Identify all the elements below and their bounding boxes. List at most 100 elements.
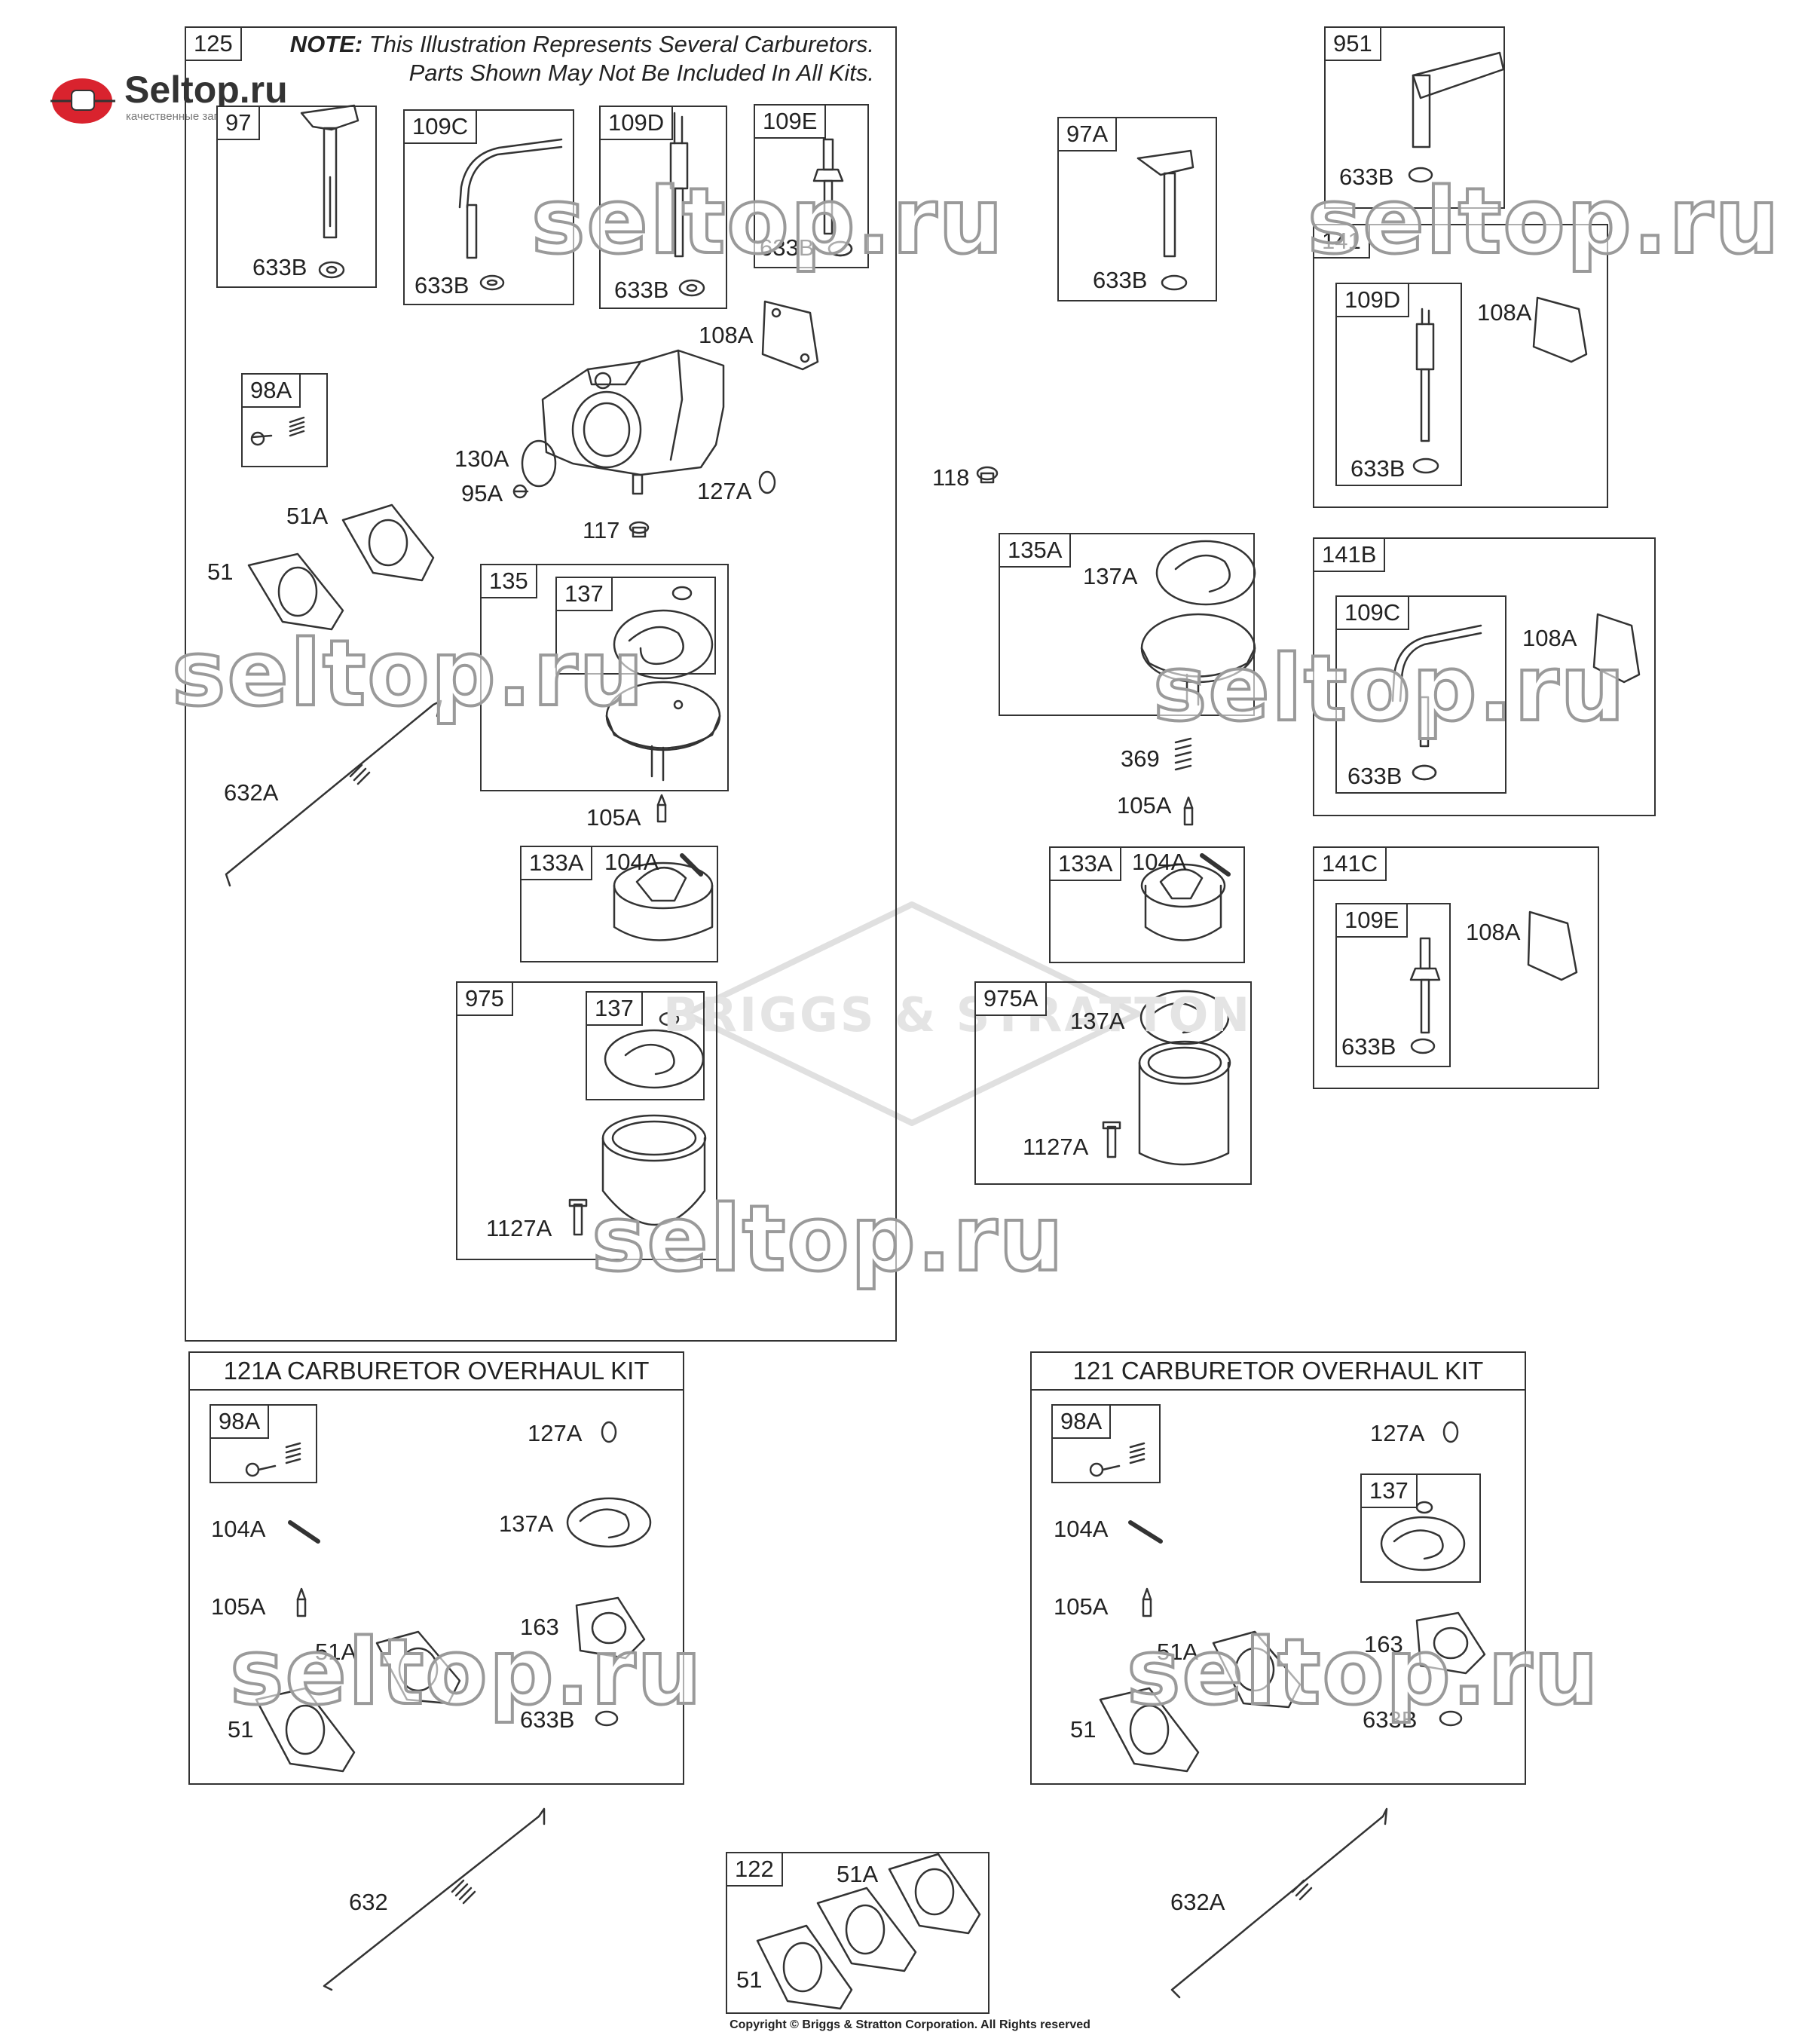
kit2-gasket-163 — [1415, 1611, 1486, 1675]
box-label: 109C — [405, 111, 478, 144]
kit-121A-title: 121A CARBURETOR OVERHAUL KIT — [190, 1353, 683, 1391]
box-label: 135A — [1000, 534, 1072, 568]
part-label: 51A — [837, 1861, 879, 1887]
float-133A — [613, 861, 714, 941]
part-label: 137A — [1083, 563, 1138, 589]
gasket-108A-141C — [1527, 910, 1578, 981]
part-label: 108A — [1466, 919, 1521, 945]
pin-104A — [680, 853, 703, 877]
kit2-screw-spring-98A — [1089, 1442, 1146, 1477]
governor-rod-632 — [323, 1807, 546, 1991]
box-109E: 109E — [754, 104, 869, 268]
kit1-oring-127A — [601, 1421, 617, 1443]
choke-shaft-109D-141 — [1412, 308, 1439, 474]
part-label: 51 — [228, 1716, 254, 1743]
fist-logo-icon — [50, 78, 115, 124]
kit2-gasket-51A — [1212, 1630, 1302, 1709]
pin-104A-2 — [1200, 853, 1231, 877]
gasket-108A — [761, 300, 819, 371]
needle-105A-2 — [1183, 796, 1194, 826]
note-line1: This Illustration Represents Several Car… — [369, 31, 874, 57]
part-label: 633B — [414, 272, 470, 298]
kit2-box-137: 137 — [1360, 1473, 1481, 1583]
box-137-b: 137 — [586, 991, 705, 1100]
gasket-137A — [1140, 540, 1256, 706]
box-975: 975 — [456, 981, 717, 1260]
part-label: 104A — [1054, 1516, 1109, 1542]
part-label: 633B — [1093, 267, 1148, 293]
gasket-137 — [613, 586, 714, 680]
part-label: 633B — [1339, 164, 1394, 190]
box-951: 951 — [1324, 26, 1505, 209]
watermark: seltop.ru — [228, 1619, 703, 1727]
part-label: 51 — [1070, 1716, 1097, 1743]
box-141B: 141B — [1313, 537, 1656, 816]
kit1-needle-105A — [296, 1587, 307, 1617]
float-bowl-975A — [1138, 990, 1231, 1166]
part-label: 633B — [760, 234, 815, 261]
box-141: 141 — [1313, 224, 1608, 508]
gasket-108A-141B — [1592, 613, 1641, 684]
box-label: 141C — [1314, 848, 1387, 881]
float-assembly-135 — [605, 681, 721, 782]
box-137: 137 — [555, 577, 716, 675]
box-109D-141: 109D — [1335, 283, 1462, 486]
choke-shaft-109C — [458, 138, 563, 291]
gasket-108A-141 — [1532, 296, 1588, 363]
box-label: 951 — [1326, 28, 1381, 61]
plug-118 — [976, 466, 999, 484]
box-label: 98A — [243, 375, 301, 408]
plug-117 — [629, 521, 650, 538]
box-109C: 109C — [403, 109, 574, 305]
kit1-gasket-137A — [566, 1497, 652, 1548]
part-label: 51A — [315, 1639, 357, 1665]
part-label: 632A — [224, 779, 279, 806]
part-label: 127A — [697, 478, 752, 504]
part-label: 369 — [1121, 745, 1160, 772]
box-label: 133A — [1051, 848, 1122, 881]
kit2-pin-104A — [1128, 1520, 1163, 1544]
part-label: 127A — [528, 1420, 583, 1446]
kit2-oring-127A — [1442, 1421, 1459, 1443]
kit-121A-box: 121A CARBURETOR OVERHAUL KIT — [188, 1351, 684, 1785]
box-label: 137 — [1362, 1475, 1418, 1508]
part-label: 632 — [349, 1889, 388, 1915]
part-label: 163 — [1364, 1631, 1403, 1657]
part-label: 105A — [1117, 792, 1172, 819]
watermark: seltop.ru — [170, 620, 645, 728]
part-label: 137A — [1070, 1008, 1125, 1034]
kit1-box-98A: 98A — [210, 1404, 317, 1483]
box-133A-2: 133A — [1049, 846, 1245, 963]
washer-130A — [521, 439, 557, 488]
part-label: 105A — [211, 1593, 266, 1620]
box-141C: 141C — [1313, 846, 1599, 1089]
carburetor-body — [541, 349, 725, 495]
part-label: 137A — [499, 1510, 554, 1537]
box-109D: 109D — [599, 106, 727, 309]
box-label: 137 — [557, 578, 613, 611]
box-135A: 135A — [999, 533, 1255, 716]
kit1-pin-104A — [288, 1520, 320, 1544]
part-label: 633B — [1341, 1033, 1396, 1060]
box-135: 135 — [480, 564, 729, 791]
kit2-box-98A: 98A — [1051, 1404, 1161, 1483]
kit2-gasket-51 — [1099, 1687, 1200, 1773]
box-label: 98A — [211, 1406, 270, 1439]
box-label: 97A — [1059, 118, 1118, 151]
gasket-set-122 — [756, 1853, 981, 2010]
washer-633B-set — [827, 240, 1437, 781]
throttle-shaft-97A — [1136, 149, 1194, 291]
box-label: 137 — [587, 993, 643, 1026]
box-label: 109E — [1337, 904, 1409, 938]
watermark: seltop.ru — [590, 1186, 1065, 1293]
kit-121-box: 121 CARBURETOR OVERHAUL KIT — [1030, 1351, 1526, 1785]
part-label: 633B — [1347, 763, 1402, 789]
choke-shaft-109E-141C — [1409, 937, 1441, 1054]
logo-name: Seltop.ru — [124, 69, 288, 111]
part-label: 51A — [286, 503, 329, 529]
part-label: 51 — [207, 558, 234, 585]
oring-127A — [758, 470, 776, 494]
box-109C-141B: 109C — [1335, 595, 1506, 794]
governor-rod-632A-2 — [1170, 1807, 1388, 1999]
